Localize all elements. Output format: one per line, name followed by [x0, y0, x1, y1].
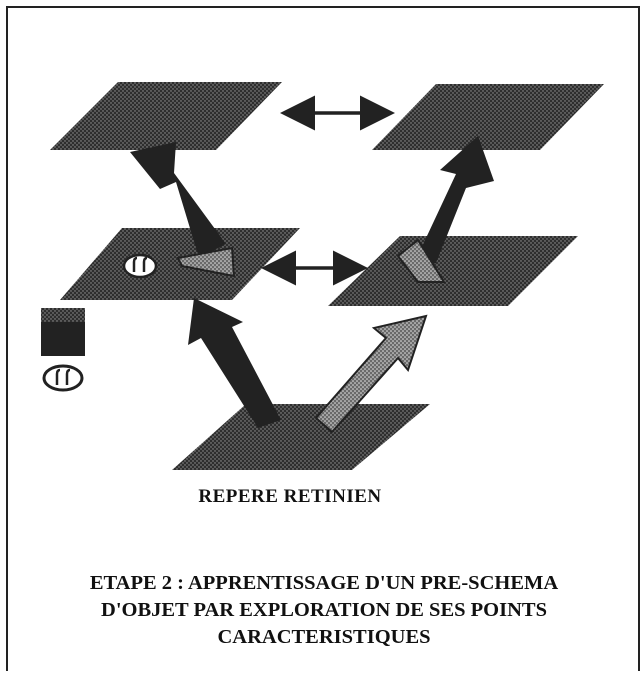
title-line-1: ETAPE 2 : APPRENTISSAGE D'UN PRE-SCHEMA: [89, 572, 559, 594]
arrow-mid-right-to-top-right: [412, 136, 494, 268]
title-line-2: D'OBJET PAR EXPLORATION DE SES POINTS: [101, 599, 547, 621]
retinal-frame-label: REPERE RETINIEN: [198, 486, 382, 507]
plane-retinal-bottom: [172, 404, 430, 470]
title-line-3: CARACTERISTIQUES: [217, 626, 431, 648]
plane-top-left: [50, 82, 282, 150]
plane-top-right: [372, 84, 604, 150]
arrow-mid-left-inner: [176, 246, 236, 278]
plane-middle-right: [328, 236, 578, 306]
diagram-frame: [6, 6, 640, 671]
arrow-mid-right-inner: [396, 238, 446, 283]
arrow-bottom-to-mid-left: [188, 298, 281, 428]
arrow-mid-left-to-top-left: [130, 142, 226, 258]
arrow-bottom-to-mid-right: [314, 314, 428, 434]
plane-legend-icon: [41, 308, 85, 356]
diagram-title: ETAPE 2 : APPRENTISSAGE D'UN PRE-SCHEMA …: [8, 570, 640, 651]
eye-icon: [122, 253, 158, 279]
eye-legend-icon: [42, 364, 84, 392]
